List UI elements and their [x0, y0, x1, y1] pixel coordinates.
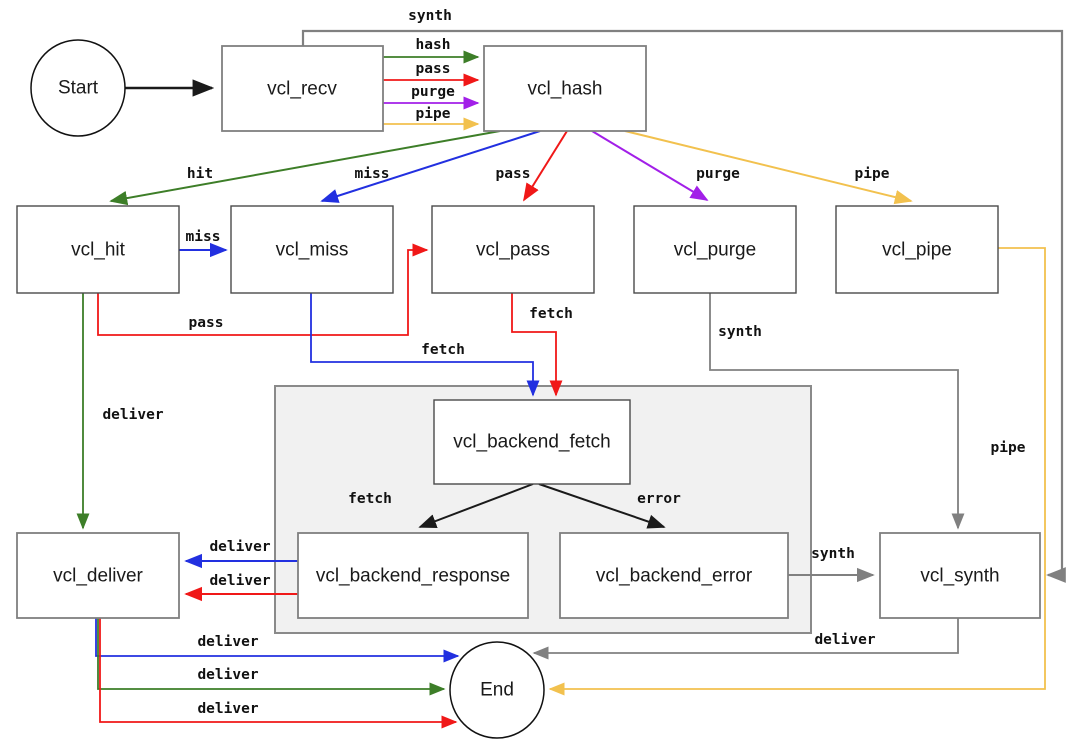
edge-label-deliver-green: deliver [102, 407, 163, 423]
edge-hash-purge [591, 130, 709, 201]
edge-deliver-end-blue [95, 618, 460, 663]
edge-label-deliver-b: deliver [197, 634, 258, 650]
edge-label-pass-inner: pass [189, 315, 224, 331]
node-vcl-miss-label: vcl_miss [276, 240, 349, 261]
node-vcl-recv-label: vcl_recv [267, 79, 337, 100]
node-vcl-hash-label: vcl_hash [528, 79, 603, 100]
edge-label-fetch-black: fetch [348, 491, 392, 507]
edge-pass-backendfetch [511, 293, 563, 397]
edge-pipe-end [548, 247, 1046, 696]
edge-recv-synth [301, 29, 1066, 583]
edge-miss-backendfetch [310, 293, 540, 397]
edge-label-fetch-blue: fetch [421, 342, 465, 358]
edge-backendfetch-backendresponse [418, 483, 534, 528]
node-vcl-synth-label: vcl_synth [920, 566, 999, 587]
edge-backendfetch-backenderror [538, 483, 666, 529]
node-vcl-backend-response [297, 532, 529, 619]
node-vcl-synth [879, 532, 1041, 619]
edge-deliver-end-green [97, 618, 446, 696]
edge-label-deliver-r: deliver [197, 701, 258, 717]
edge-label-miss-diag: miss [355, 166, 390, 182]
node-vcl-deliver-label: vcl_deliver [53, 566, 143, 587]
edge-label-hash: hash [416, 37, 451, 53]
node-vcl-purge-label: vcl_purge [674, 240, 756, 261]
edge-label-synth-top: synth [408, 8, 452, 24]
edge-deliver-end-red [99, 618, 458, 729]
edge-label-error: error [637, 491, 681, 507]
edge-label-purge-diag: purge [696, 166, 740, 182]
node-end-label: End [480, 680, 514, 701]
node-vcl-hash [483, 45, 647, 132]
node-end [449, 641, 545, 739]
node-start [30, 39, 126, 137]
edge-label-synth-purge: synth [718, 324, 762, 340]
edge-label-pass-top: pass [416, 61, 451, 77]
edge-hash-pipe [624, 130, 913, 205]
edge-label-fetch-red: fetch [529, 306, 573, 322]
edge-purge-synth [709, 293, 965, 530]
edge-label-pass-diag: pass [496, 166, 531, 182]
node-vcl-pipe [835, 205, 999, 294]
node-vcl-pipe-label: vcl_pipe [882, 240, 952, 261]
edge-label-deliver-g: deliver [197, 667, 258, 683]
edge-hit-pass [97, 243, 429, 336]
node-vcl-pass [431, 205, 595, 294]
edge-label-pipe-right: pipe [991, 440, 1026, 456]
edge-synth-end [532, 618, 959, 660]
node-vcl-hit [16, 205, 180, 294]
node-vcl-miss [230, 205, 394, 294]
node-vcl-hit-label: vcl_hit [71, 240, 126, 261]
node-vcl-pass-label: vcl_pass [476, 240, 550, 261]
node-vcl-backend-error [559, 532, 789, 619]
edge-hash-miss [320, 130, 541, 203]
node-vcl-recv [221, 45, 384, 132]
node-vcl-backend-fetch-label: vcl_backend_fetch [453, 432, 610, 453]
node-vcl-backend-fetch [433, 399, 631, 485]
edge-hash-hit [109, 130, 501, 206]
edge-label-miss-inner: miss [186, 229, 221, 245]
edge-label-pipe-top: pipe [416, 106, 451, 122]
node-vcl-purge [633, 205, 797, 294]
edge-label-hit: hit [187, 166, 213, 182]
edge-label-purge-top: purge [411, 84, 455, 100]
edge-hash-pass [523, 130, 568, 202]
node-vcl-deliver [16, 532, 180, 619]
edge-label-deliver-synth: deliver [814, 632, 875, 648]
edge-label-synth-err: synth [811, 546, 855, 562]
node-vcl-backend-response-label: vcl_backend_response [316, 566, 510, 587]
edge-label-deliver-blue-mid: deliver [209, 539, 270, 555]
edge-label-deliver-red-mid: deliver [209, 573, 270, 589]
edge-label-pipe-diag: pipe [855, 166, 890, 182]
node-vcl-backend-error-label: vcl_backend_error [596, 566, 753, 587]
node-start-label: Start [58, 78, 99, 99]
